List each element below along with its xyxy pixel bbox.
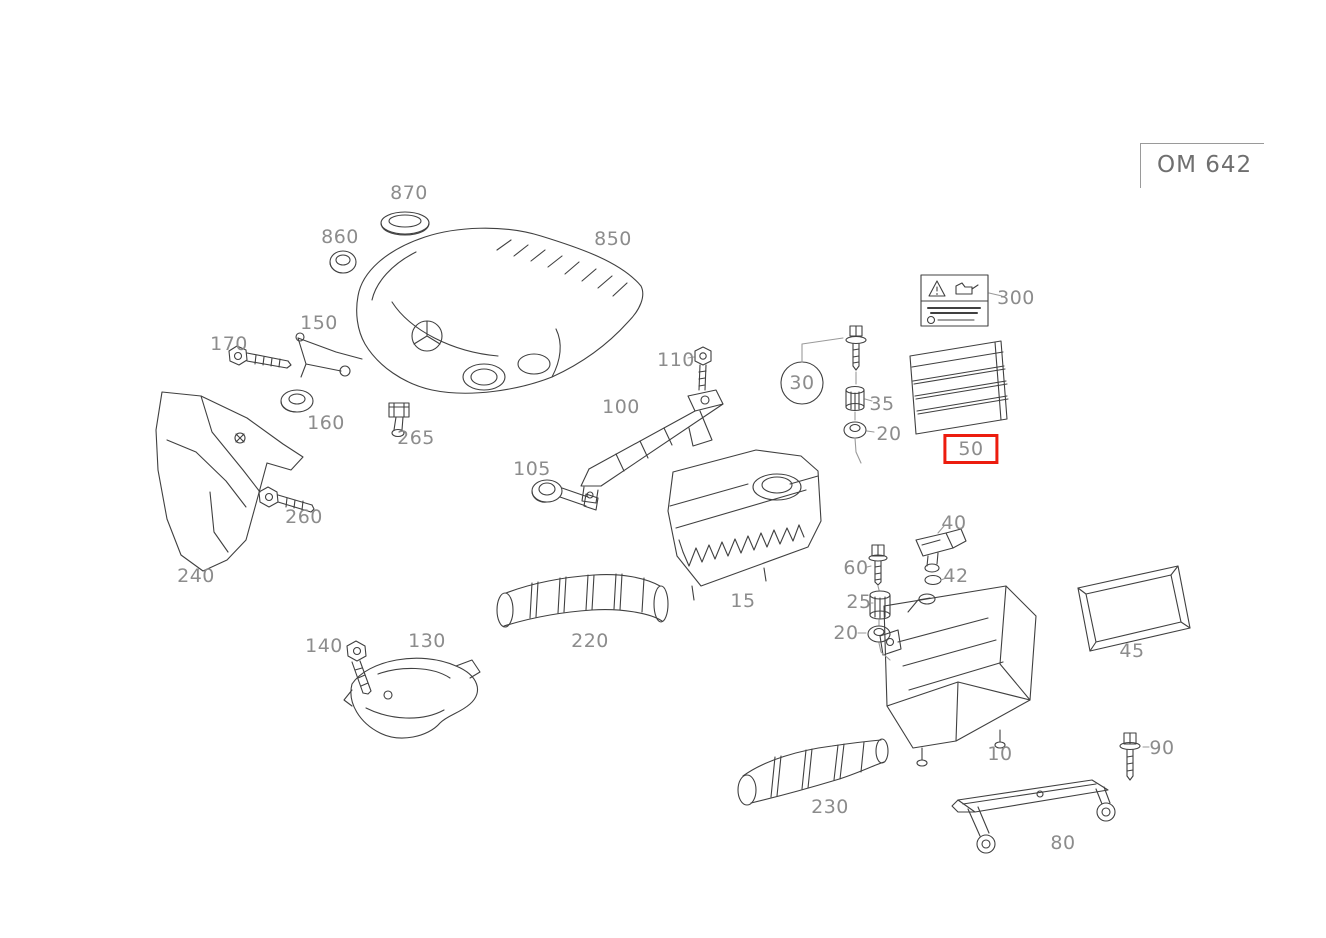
sleeve-35-drawing [845,385,865,412]
grommet-160-drawing [280,389,314,413]
housing-10-drawing [879,585,1037,767]
part-label-20[interactable]: 20 [876,423,902,445]
bolt-260-drawing [258,486,315,513]
part-label-110[interactable]: 110 [657,349,695,371]
part-label-40[interactable]: 40 [941,512,967,534]
part-label-170[interactable]: 170 [210,333,248,355]
mount-105-drawing [531,479,599,511]
bolt-170-drawing [228,345,292,369]
part-label-45[interactable]: 45 [1119,640,1145,662]
part-label-42[interactable]: 42 [943,565,969,587]
bracket-80-drawing [951,779,1116,854]
duct-130-drawing [343,657,481,739]
part-label-15[interactable]: 15 [730,590,756,612]
part-label-220[interactable]: 220 [571,630,609,652]
part-label-35[interactable]: 35 [869,393,895,415]
cap-870-drawing [380,211,430,236]
part-label-90[interactable]: 90 [1149,737,1175,759]
part-label-10[interactable]: 10 [987,743,1013,765]
shield-240-drawing [155,391,304,572]
bracket-100-drawing [580,346,724,504]
part-label-30[interactable]: 30 [789,372,815,394]
part-label-230[interactable]: 230 [811,796,849,818]
part-label-260[interactable]: 260 [285,506,323,528]
part-label-850[interactable]: 850 [594,228,632,250]
part-label-265[interactable]: 265 [397,427,435,449]
housing-15-drawing [667,449,822,601]
gasket-45-drawing [1077,565,1191,652]
part-label-80[interactable]: 80 [1050,832,1076,854]
part-label-860[interactable]: 860 [321,226,359,248]
bracket-150-drawing [295,332,363,378]
grommet-20-lower-drawing [867,625,891,643]
part-label-150[interactable]: 150 [300,312,338,334]
bolt-60-drawing [868,544,888,586]
warning-label-300-drawing [920,274,989,327]
sleeve-25-drawing [869,590,891,620]
engine-cover-850-drawing [356,227,644,394]
sensor-40-drawing [915,528,967,573]
part-label-240[interactable]: 240 [177,565,215,587]
bolt-90-drawing [1119,732,1141,781]
hose-230-drawing [737,738,889,806]
sensor-265-drawing [388,402,410,438]
engine-code-title: OM 642 [1140,143,1264,188]
part-label-50[interactable]: 50 [943,434,999,464]
part-label-100[interactable]: 100 [602,396,640,418]
part-label-140[interactable]: 140 [305,635,343,657]
part-label-870[interactable]: 870 [390,182,428,204]
part-label-130[interactable]: 130 [408,630,446,652]
part-label-60[interactable]: 60 [843,557,869,579]
air-filter-50-drawing [909,340,1009,435]
part-label-25[interactable]: 25 [846,591,872,613]
leader-lines [687,292,1150,748]
part-label-20[interactable]: 20 [833,622,859,644]
part-label-300[interactable]: 300 [997,287,1035,309]
part-label-105[interactable]: 105 [513,458,551,480]
part-label-160[interactable]: 160 [307,412,345,434]
hose-220-drawing [496,573,669,628]
grommet-860-drawing [329,250,357,274]
